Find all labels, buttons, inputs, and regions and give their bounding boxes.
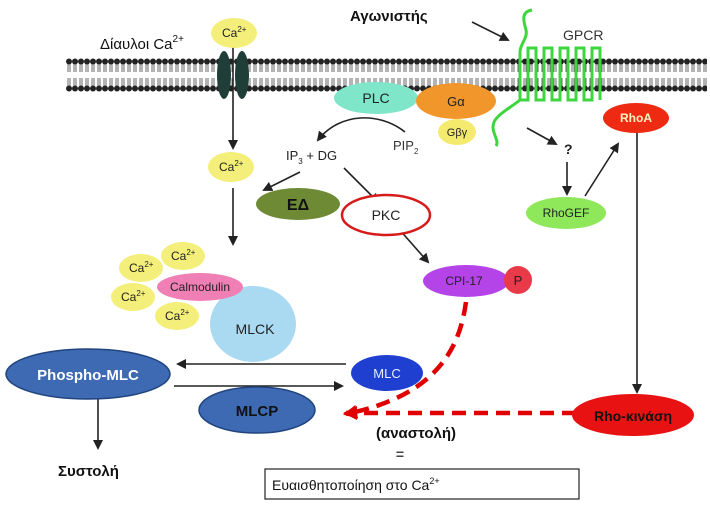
- ca-ion-cluster-3: [111, 283, 155, 311]
- plc-label: PLC: [362, 90, 389, 106]
- rho-kinase-label: Rho-κινάση: [594, 408, 672, 424]
- contraction-label: Συστολή: [58, 463, 119, 480]
- rho-kinase-node: [572, 394, 694, 436]
- g-beta-gamma-label: Gβγ: [447, 127, 468, 139]
- ca-channels-label: Δίαυλοι Ca2+: [100, 34, 184, 53]
- inhibition-arrows: [343, 301, 576, 420]
- ca-ion-cluster-2-label: Ca2+: [171, 248, 196, 263]
- question-label: ?: [564, 141, 573, 157]
- equals-label: =: [396, 446, 404, 462]
- g-alpha-node: [416, 83, 496, 119]
- mlck-label: MLCK: [236, 321, 276, 337]
- cpi17-label: CPI-17: [445, 274, 483, 288]
- pkc-node: [340, 193, 432, 237]
- ca-ion-cluster-4: [155, 302, 199, 330]
- ed-label: ΕΔ: [287, 197, 309, 214]
- pkc-label: PKC: [372, 207, 401, 223]
- inhibition-label: (αναστολή): [376, 425, 456, 442]
- phospho-mlc-node: [5, 348, 171, 400]
- ca-ion-top-label: Ca2+: [222, 25, 247, 40]
- sensitization-box: [264, 468, 580, 500]
- mlc-node: [351, 355, 423, 391]
- ip3-dg-label: IP3 + DG: [286, 148, 337, 166]
- sensitization-label: Ευαισθητοποίηση στο Ca2+: [272, 476, 440, 493]
- pathway-arrows: [93, 21, 642, 450]
- ca-ion-cluster-1: [119, 254, 163, 282]
- mlck-node: [210, 286, 296, 362]
- agonist-label: Αγωνιστής: [350, 8, 428, 25]
- mlcp-node: [198, 386, 316, 434]
- gpcr-label: GPCR: [563, 27, 603, 43]
- mlc-label: MLC: [373, 366, 400, 381]
- gpcr-receptor: [491, 8, 602, 147]
- rhogef-label: RhoGEF: [543, 206, 590, 220]
- ca-ion-cytosol-label: Ca2+: [219, 159, 244, 174]
- ca-ion-top: [211, 18, 257, 48]
- ca-ion-cluster-4-label: Ca2+: [165, 308, 190, 323]
- calmodulin-node: [157, 273, 243, 301]
- calmodulin-label: Calmodulin: [170, 280, 230, 294]
- mlcp-label: MLCP: [236, 403, 279, 420]
- ca-ion-cluster-2: [161, 242, 205, 270]
- g-alpha-label: Gα: [447, 94, 465, 109]
- ed-node: [256, 188, 340, 220]
- ca-ion-cytosol: [208, 152, 254, 182]
- phospho-mlc-label: Phospho-MLC: [37, 367, 139, 384]
- ca-ion-cluster-1-label: Ca2+: [129, 260, 154, 275]
- phospho-node: [504, 266, 532, 294]
- pip2-label: PIP2: [393, 138, 419, 156]
- plc-node: [334, 82, 418, 114]
- cpi17-node: [423, 265, 509, 297]
- phospho-label: P: [514, 273, 523, 288]
- rhogef-node: [526, 197, 606, 229]
- rhoa-node: [603, 103, 669, 133]
- rhoa-label: RhoA: [620, 111, 652, 125]
- calcium-channel: [217, 51, 249, 99]
- ca-ion-cluster-3-label: Ca2+: [121, 289, 146, 304]
- g-beta-gamma-node: [438, 119, 476, 145]
